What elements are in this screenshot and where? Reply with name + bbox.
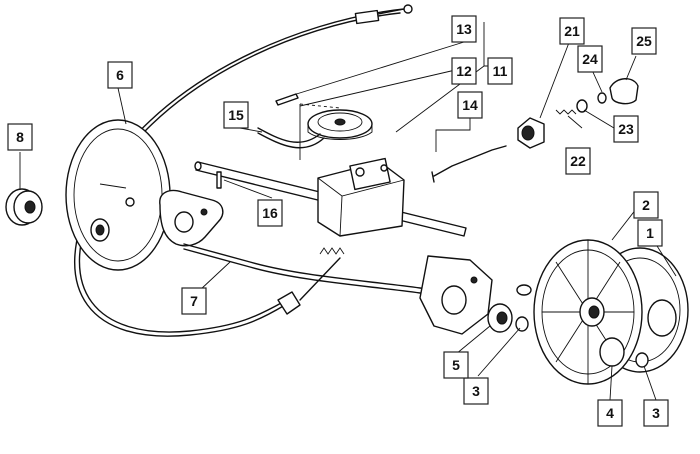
- callout-6: 6: [107, 61, 133, 89]
- callout-15: 15: [223, 101, 249, 129]
- control-cable: [74, 4, 413, 337]
- callout-label: 3: [472, 383, 480, 399]
- callout-label: 5: [452, 357, 460, 373]
- gearbox: [317, 157, 405, 237]
- callout-box: [613, 115, 639, 143]
- callout-label: 3: [652, 405, 660, 421]
- callout-3: 3: [463, 377, 489, 405]
- callout-label: 16: [262, 205, 278, 221]
- callout-box: [451, 57, 477, 85]
- callout-box: [7, 123, 33, 151]
- callout-box: [443, 351, 469, 379]
- callout-22: 22: [565, 147, 591, 175]
- callout-label: 11: [493, 63, 508, 79]
- drive-belt: [257, 127, 325, 149]
- callout-label: 21: [564, 23, 580, 39]
- callout-label: 12: [456, 63, 472, 79]
- key: [275, 93, 299, 106]
- callout-label: 25: [636, 33, 652, 49]
- callout-12: 12: [451, 57, 477, 85]
- callout-box: [487, 57, 513, 85]
- callout-21: 21: [559, 17, 585, 45]
- callout-box: [107, 61, 133, 89]
- bearing-and-washers: [487, 284, 532, 333]
- callout-label: 6: [116, 67, 124, 83]
- height-adjust-rod: [183, 243, 453, 298]
- right-height-bracket: [419, 255, 493, 335]
- callout-13: 13: [451, 15, 477, 43]
- callout-label: 13: [456, 21, 472, 37]
- callout-16: 16: [257, 199, 283, 227]
- callout-label: 22: [570, 153, 586, 169]
- callout-1: 1: [637, 219, 663, 247]
- callout-label: 24: [582, 51, 598, 67]
- callout-4: 4: [597, 399, 623, 427]
- pin: [216, 171, 222, 189]
- callout-7: 7: [181, 287, 207, 315]
- callout-box: [597, 399, 623, 427]
- callout-box: [633, 191, 659, 219]
- callout-label: 2: [642, 197, 650, 213]
- callout-box: [463, 377, 489, 405]
- callout-box: [565, 147, 591, 175]
- callout-box: [577, 45, 603, 73]
- callout-24: 24: [577, 45, 603, 73]
- callout-box: [457, 91, 483, 119]
- callout-box: [637, 219, 663, 247]
- callout-14: 14: [457, 91, 483, 119]
- callout-25: 25: [631, 27, 657, 55]
- callout-box: [223, 101, 249, 129]
- pulley: [299, 103, 373, 160]
- left-bush: [5, 188, 43, 226]
- callout-box: [631, 27, 657, 55]
- callout-box: [559, 17, 585, 45]
- callout-label: 23: [618, 121, 634, 137]
- callout-8: 8: [7, 123, 33, 151]
- callout-label: 15: [228, 107, 244, 123]
- lever-rod: [433, 145, 507, 177]
- callout-label: 7: [190, 293, 198, 309]
- callout-box: [257, 199, 283, 227]
- left-height-bracket: [159, 189, 224, 247]
- callout-2: 2: [633, 191, 659, 219]
- callout-box: [643, 399, 669, 427]
- clutch-parts: [517, 78, 639, 149]
- callout-box: [181, 287, 207, 315]
- callout-label: 1: [646, 225, 654, 241]
- callout-label: 8: [16, 129, 24, 145]
- callout-11: 11: [487, 57, 513, 85]
- callout-box: [451, 15, 477, 43]
- callout-23: 23: [613, 115, 639, 143]
- callout-5: 5: [443, 351, 469, 379]
- right-wheel-assembly: [533, 239, 689, 385]
- callout-label: 14: [462, 97, 478, 113]
- leader-lines: [19, 22, 677, 401]
- callout-3: 3: [643, 399, 669, 427]
- callout-label: 4: [606, 405, 614, 421]
- left-wheel-disc: [65, 119, 171, 271]
